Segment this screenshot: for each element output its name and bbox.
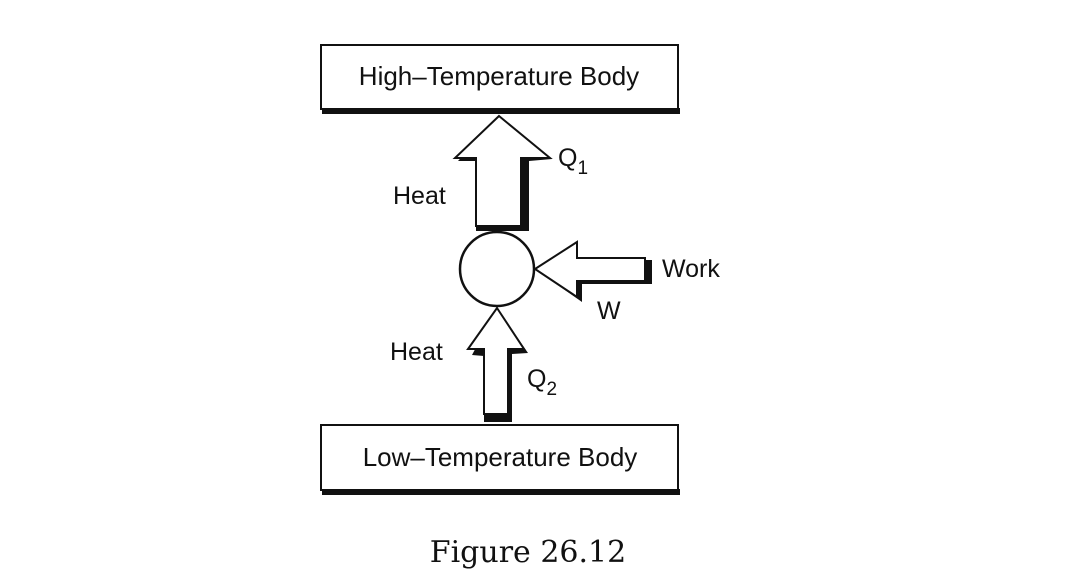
heat-in-arrow (466, 306, 528, 422)
heat-out-arrow (452, 114, 553, 231)
q1-letter: Q (558, 144, 577, 172)
heat-in-label: Heat (390, 338, 443, 366)
low-temperature-body-box: Low–Temperature Body (320, 424, 680, 495)
high-temperature-body-label: High–Temperature Body (359, 61, 639, 91)
heat-out-label: Heat (393, 182, 446, 210)
q2-letter: Q (527, 365, 546, 393)
high-temperature-body-box: High–Temperature Body (320, 44, 680, 114)
q1-subscript: 1 (577, 158, 588, 179)
work-label: Work (662, 255, 720, 283)
q2-symbol: Q2 (527, 365, 557, 400)
figure-caption: Figure 26.12 (430, 535, 626, 570)
q1-symbol: Q1 (558, 144, 588, 179)
low-temperature-body-label: Low–Temperature Body (363, 442, 638, 472)
work-arrow (533, 240, 652, 302)
heat-pump-circle (458, 230, 536, 308)
q2-subscript: 2 (546, 379, 557, 400)
work-symbol: W (597, 297, 621, 325)
